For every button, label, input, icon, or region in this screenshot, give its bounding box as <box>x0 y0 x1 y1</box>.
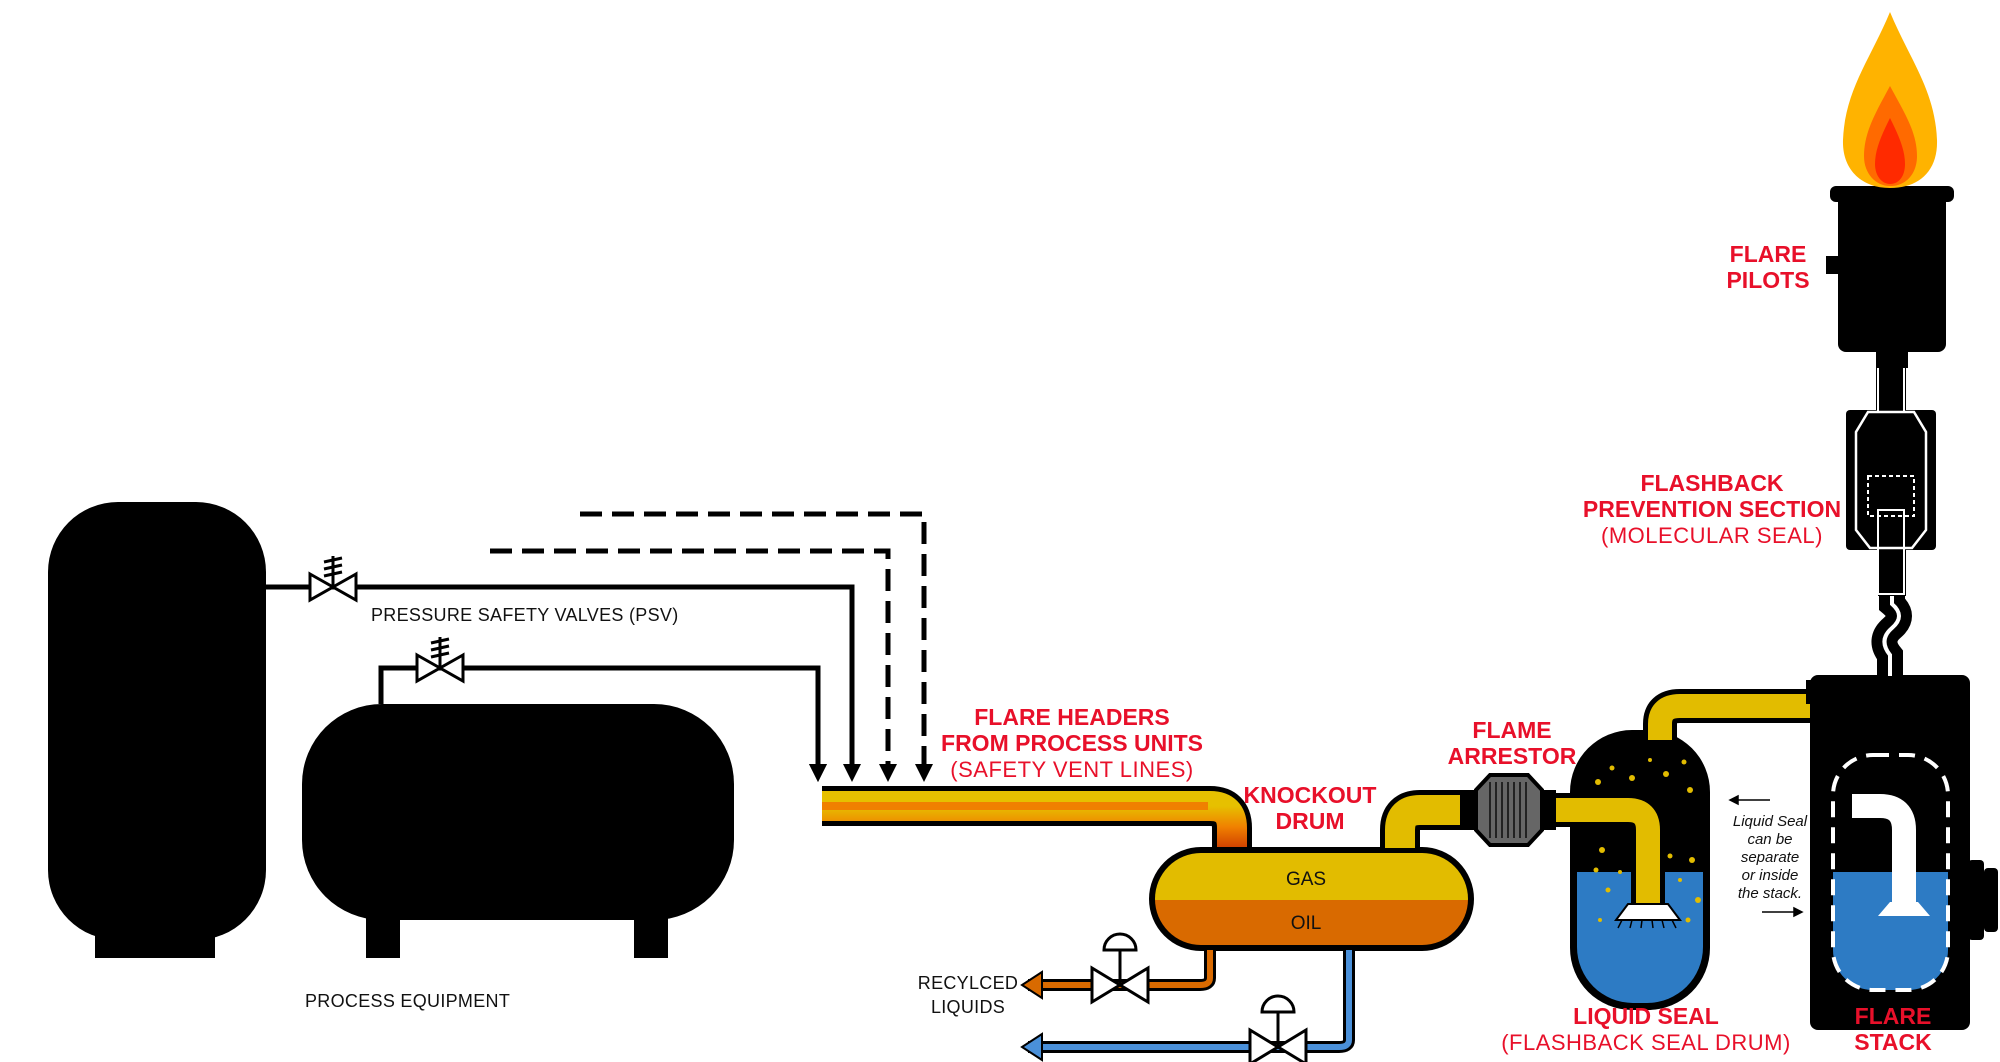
gas-label: GAS <box>1286 869 1326 890</box>
flare-header-pipe <box>822 786 1252 848</box>
water-outlet-line <box>1020 950 1355 1062</box>
knockout-drum: GAS OIL <box>1149 847 1474 951</box>
note-arrows <box>1728 794 1804 918</box>
note-line2: can be <box>1747 831 1792 848</box>
recycled-line2: LIQUIDS <box>931 997 1005 1017</box>
liquid-seal-line1: LIQUID SEAL <box>1573 1003 1719 1029</box>
psv-valve-1 <box>308 556 358 603</box>
flame-arrestor <box>1460 773 1556 847</box>
flare-stack-line2: STACK <box>1854 1029 1932 1055</box>
knockout-line2: DRUM <box>1276 808 1345 834</box>
note-line4: or inside <box>1742 867 1799 884</box>
header-arrows <box>809 764 933 782</box>
flame-arrestor-label: FLAME ARRESTOR <box>1448 717 1577 769</box>
psv-label: PRESSURE SAFETY VALVES (PSV) <box>371 605 679 625</box>
flashback-prevention-label: FLASHBACK PREVENTION SECTION (MOLECULAR … <box>1583 470 1841 548</box>
liquid-seal-label: LIQUID SEAL (FLASHBACK SEAL DRUM) <box>1501 1003 1791 1055</box>
oil-control-valve <box>1090 932 1150 1005</box>
flame-arrestor-line2: ARRESTOR <box>1448 743 1577 769</box>
flare-stack-line1: FLARE <box>1855 1003 1932 1029</box>
psv-lines <box>266 511 927 772</box>
flashback-line3: (MOLECULAR SEAL) <box>1601 523 1823 548</box>
flashback-line1: FLASHBACK <box>1640 470 1783 496</box>
oil-outlet-line <box>1020 950 1216 1000</box>
water-control-valve <box>1248 994 1308 1062</box>
flare-stack-label: FLARE STACK <box>1854 1003 1932 1055</box>
process-equipment-label: PROCESS EQUIPMENT <box>305 991 510 1011</box>
recycled-line1: RECYLCED <box>918 973 1018 993</box>
flare-pilots-line1: FLARE <box>1730 241 1807 267</box>
flame <box>1842 12 1938 188</box>
knockout-drum-label: KNOCKOUT DRUM <box>1244 782 1377 834</box>
flashback-line2: PREVENTION SECTION <box>1583 496 1841 522</box>
gas-pipe-to-arrestor <box>1380 790 1480 848</box>
stack-riser <box>1871 536 1912 676</box>
flare-stack-base <box>1806 675 1998 1030</box>
flare-headers-line3: (SAFETY VENT LINES) <box>950 757 1193 782</box>
flare-tip <box>1826 186 1954 368</box>
horizontal-vessel <box>302 704 734 958</box>
flare-pilots-label: FLARE PILOTS <box>1726 241 1809 293</box>
note-line5: the stack. <box>1738 885 1802 902</box>
flame-arrestor-line1: FLAME <box>1472 717 1551 743</box>
note-line3: separate <box>1741 849 1799 866</box>
psv-arrow-left <box>809 764 827 782</box>
liquid-seal-note: Liquid Seal can be separate or inside th… <box>1733 813 1808 902</box>
liquid-seal-drum <box>1556 689 1814 1010</box>
psv-valve-2 <box>415 637 465 684</box>
flare-pilots-line2: PILOTS <box>1726 267 1809 293</box>
vertical-vessel <box>48 502 266 958</box>
flare-headers-label: FLARE HEADERS FROM PROCESS UNITS (SAFETY… <box>941 704 1203 782</box>
note-line1: Liquid Seal <box>1733 813 1808 830</box>
oil-label: OIL <box>1291 913 1322 934</box>
process-equipment <box>48 502 734 958</box>
recycled-liquids-label: RECYLCED LIQUIDS <box>918 973 1018 1017</box>
molecular-seal <box>1846 364 1936 595</box>
knockout-line1: KNOCKOUT <box>1244 782 1377 808</box>
flare-headers-line2: FROM PROCESS UNITS <box>941 730 1203 756</box>
liquid-seal-line2: (FLASHBACK SEAL DRUM) <box>1501 1030 1791 1055</box>
flare-headers-line1: FLARE HEADERS <box>974 704 1170 730</box>
